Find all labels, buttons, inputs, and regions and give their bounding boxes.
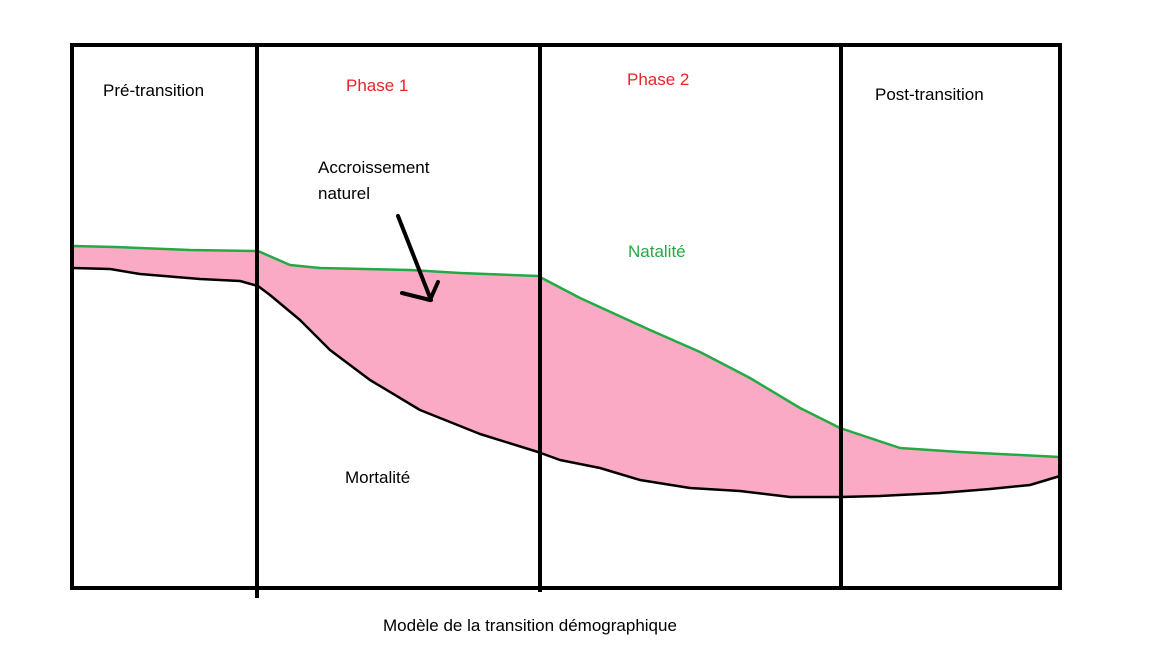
phase-label-phase-2: Phase 2 [627, 70, 689, 89]
birth-rate-label: Natalité [628, 242, 686, 261]
diagram-caption: Modèle de la transition démographique [383, 616, 677, 635]
natural-increase-area [73, 246, 1060, 497]
natural-increase-label-line2: naturel [318, 184, 370, 203]
phase-label-post-transition: Post-transition [875, 85, 984, 104]
natural-increase-label-line1: Accroissement [318, 158, 430, 177]
phase-label-phase-1: Phase 1 [346, 76, 408, 95]
diagram-frame [70, 43, 1062, 590]
phase-label-pre-transition: Pré-transition [103, 81, 204, 100]
natural-increase-arrow [396, 214, 440, 302]
death-rate-label: Mortalité [345, 468, 410, 487]
